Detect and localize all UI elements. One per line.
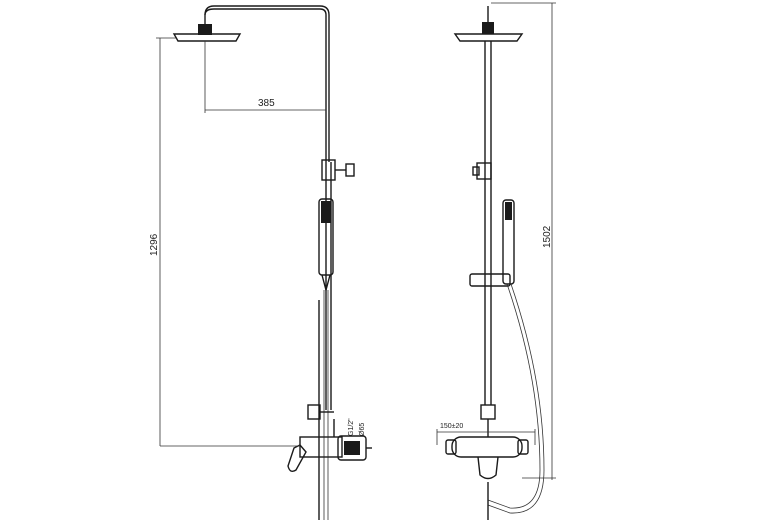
dimension-385-label: 385	[258, 98, 275, 109]
inlet-thread-label: G1/2"	[348, 418, 355, 436]
dimension-150-label: 150±20	[440, 423, 463, 430]
front-view: 385 1296 G1/2" Ø65	[149, 5, 372, 520]
side-slide-holder	[469, 199, 515, 287]
side-view: 150±20 1502	[436, 2, 556, 520]
front-hand-shower	[318, 198, 334, 293]
front-holder-bracket	[321, 159, 355, 181]
side-valve	[445, 404, 529, 520]
dimension-1502-label: 1502	[542, 225, 553, 248]
side-shower-head	[453, 6, 524, 42]
side-riser	[484, 41, 492, 405]
front-shower-head	[172, 15, 242, 42]
dimension-1296: 1296	[149, 37, 300, 447]
inlet-diameter-label: Ø65	[359, 423, 366, 436]
front-valve	[287, 404, 372, 473]
dimension-1296-label: 1296	[149, 233, 160, 256]
dimension-385: 385	[204, 41, 326, 113]
front-overhead-arm	[204, 5, 330, 162]
dimension-1502: 1502	[491, 2, 556, 480]
side-holder-bracket	[472, 162, 492, 180]
dimension-150: 150±20	[436, 423, 536, 445]
side-hose	[487, 283, 545, 514]
front-hose	[318, 290, 329, 520]
